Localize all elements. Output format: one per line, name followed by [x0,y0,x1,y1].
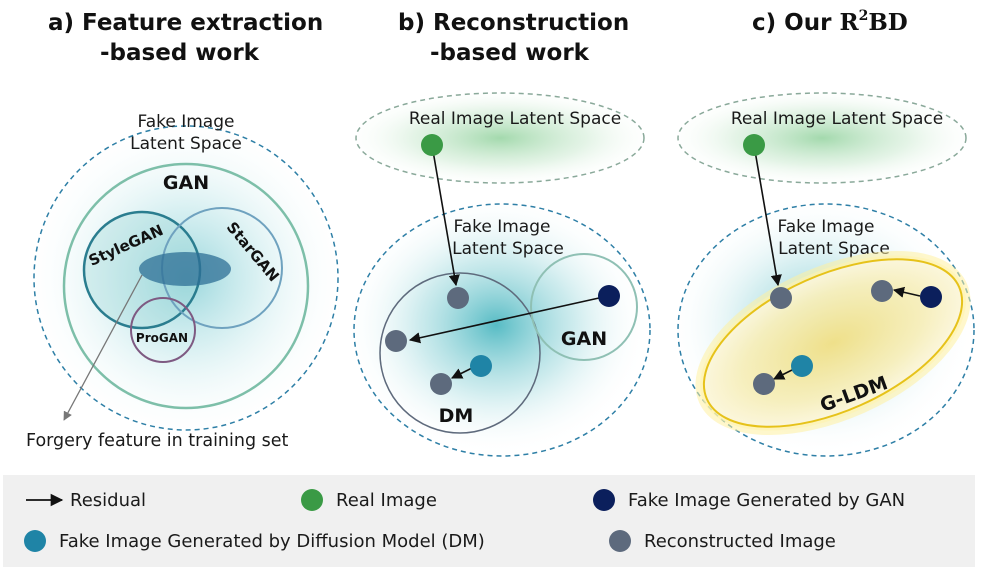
reconstructed-dot-c3 [753,373,775,395]
real-residual-arrow-b [431,144,460,287]
panel-a: Fake Image Latent Space GAN StyleGAN Sta… [26,112,339,451]
fake-space-label-a2: Latent Space [130,134,242,154]
legend-real-image: Real Image [301,489,437,511]
legend-reconstructed-label: Reconstructed Image [644,531,836,552]
fake-space-label-c1: Fake Image [778,217,875,237]
title-c-sup: 2 [859,8,869,24]
dm-residual-arrow-b [450,366,475,379]
forgery-pointer-arrow [63,274,143,421]
legend-reconstructed-dot [609,530,631,552]
fake-dm-dot-c [791,355,813,377]
title-c-prefix: c) Our [752,10,839,36]
title-a-line1: a) Feature extraction [48,10,323,36]
gan-circle [62,162,310,410]
title-c-suffix: BD [868,9,907,36]
forgery-feature-ellipse [139,252,231,286]
real-space-glow-c [678,93,966,183]
title-b-line2: -based work [430,40,590,66]
reconstructed-dot-b2 [385,330,407,352]
panel-b: Real Image Latent Space Fake Image Laten… [353,92,651,457]
legend-fake-dm-label: Fake Image Generated by Diffusion Model … [59,531,485,552]
real-space-glow-b [356,93,644,183]
reconstructed-dot-c1 [770,287,792,309]
gan-circle-b [530,253,638,361]
reconstructed-dot-c2 [871,280,893,302]
fake-space-label-b1: Fake Image [454,217,551,237]
real-space-label-c: Real Image Latent Space [731,109,943,129]
real-space-label-b: Real Image Latent Space [409,109,621,129]
title-a-line2: -based work [100,40,260,66]
progan-label: ProGAN [136,331,188,345]
fake-space-boundary-b [353,203,651,457]
legend: Residual Real Image Fake Image Generated… [3,475,975,567]
dm-circle [379,272,541,434]
legend-residual-label: Residual [70,490,146,511]
fake-space-boundary-a [33,125,339,431]
legend-fake-gan-label: Fake Image Generated by GAN [628,490,905,511]
real-residual-arrow-c [753,144,782,287]
title-c-base: R [839,9,859,36]
legend-background [3,475,975,567]
reconstructed-dot-b3 [430,373,452,395]
fake-gan-dot-b [598,285,620,307]
forgery-note: Forgery feature in training set [26,431,289,451]
fake-space-label-a1: Fake Image [138,112,235,132]
legend-fake-gan-dot [593,489,615,511]
gan-label-b: GAN [561,328,607,350]
real-image-dot-b [421,134,443,156]
fake-space-boundary-c [677,203,975,457]
fake-space-glow-b [354,204,650,456]
real-space-boundary-b [355,92,645,184]
fake-space-label-b2: Latent Space [452,239,564,259]
legend-fake-dm-dot [24,530,46,552]
dm-label-b: DM [439,405,474,427]
legend-reconstructed: Reconstructed Image [609,530,836,552]
legend-residual: Residual [26,490,146,511]
gan-residual-arrow-c [892,286,921,298]
real-space-boundary-c [677,92,967,184]
legend-real-image-label: Real Image [336,490,437,511]
title-c: c) Our R2BD [752,8,908,36]
legend-fake-gan: Fake Image Generated by GAN [593,489,905,511]
fake-space-label-c2: Latent Space [778,239,890,259]
legend-fake-dm: Fake Image Generated by Diffusion Model … [24,530,485,552]
legend-real-image-dot [301,489,323,511]
progan-circle [130,297,196,363]
real-image-dot-c [743,134,765,156]
fake-gan-dot-c [920,286,942,308]
title-b-line1: b) Reconstruction [398,10,629,36]
panel-c: Real Image Latent Space Fake Image Laten… [677,92,975,457]
gan-residual-arrow-b [408,295,609,344]
gan-label-a: GAN [163,172,209,194]
fake-dm-dot-b [470,355,492,377]
reconstructed-dot-b1 [447,287,469,309]
